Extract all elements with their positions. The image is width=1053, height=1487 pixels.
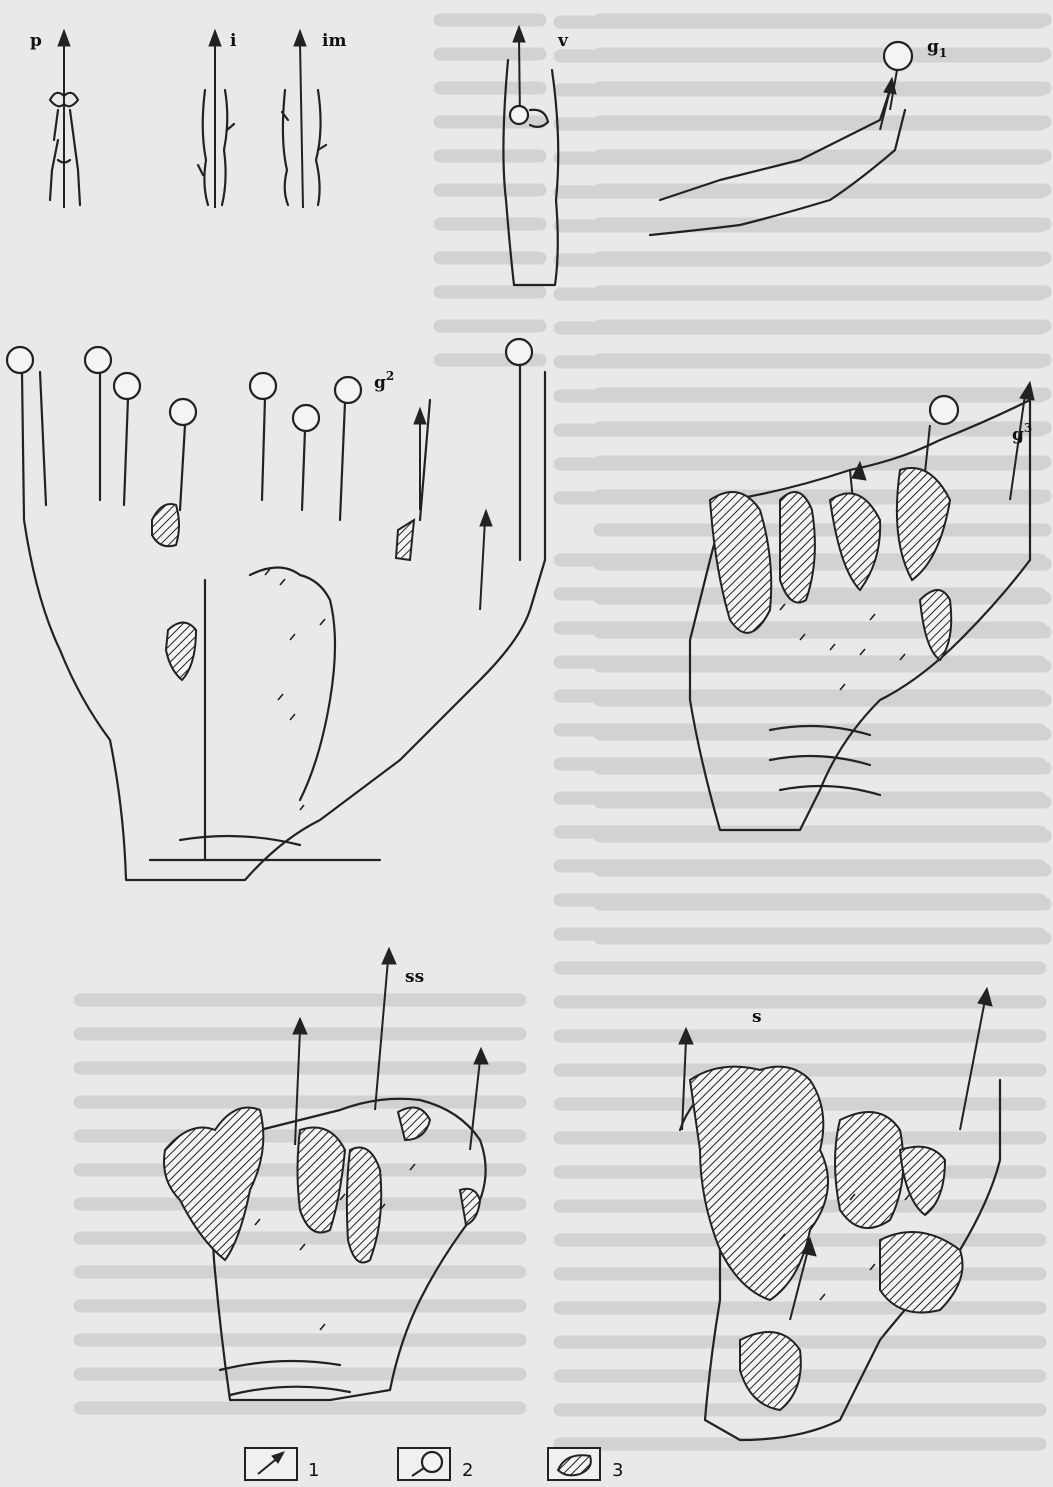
figure-im: im [282, 30, 346, 208]
figure-g2: g2 [7, 339, 545, 880]
legend: 1 2 3 [245, 1448, 623, 1481]
legend-item-3: 3 [548, 1448, 623, 1481]
figure-g1: g1 [650, 37, 947, 235]
label-g1: g1 [927, 37, 947, 60]
legend-item-1: 1 [245, 1448, 319, 1481]
label-v: v [557, 31, 569, 51]
figure-p: p [30, 30, 80, 208]
legend-label-1: 1 [308, 1460, 319, 1481]
label-s: s [752, 1007, 762, 1027]
label-i: i [230, 31, 237, 51]
label-im: im [322, 31, 346, 51]
label-g2: g2 [374, 369, 394, 393]
legend-item-2: 2 [398, 1448, 473, 1481]
legend-label-3: 3 [612, 1460, 623, 1481]
label-p: p [30, 31, 42, 51]
legend-label-2: 2 [462, 1460, 473, 1481]
label-ss: ss [405, 967, 424, 987]
figure-i: i [198, 30, 237, 208]
